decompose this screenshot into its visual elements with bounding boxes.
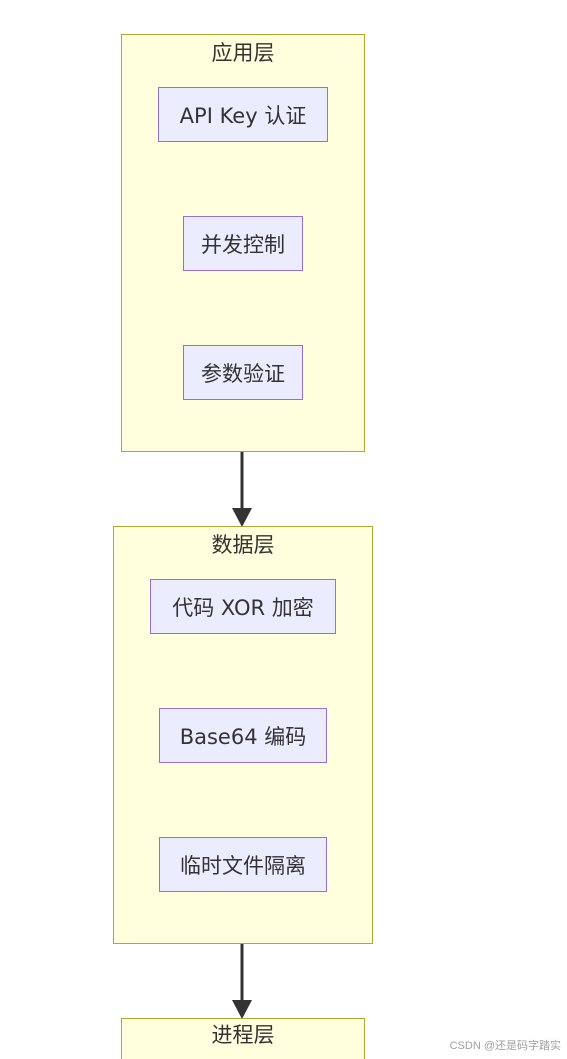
cluster-title: 应用层 bbox=[211, 41, 275, 65]
edge-arrow-2 bbox=[232, 944, 252, 1019]
watermark: CSDN @还是码字踏实 bbox=[449, 1040, 561, 1052]
node-code-xor-encryption: 代码 XOR 加密 bbox=[150, 579, 336, 634]
edge-arrow-1 bbox=[232, 452, 252, 527]
cluster-title: 进程层 bbox=[211, 1023, 275, 1047]
node-concurrency-control: 并发控制 bbox=[183, 216, 303, 271]
cluster-title: 数据层 bbox=[211, 533, 275, 557]
node-api-key-auth: API Key 认证 bbox=[158, 87, 328, 142]
node-param-validation: 参数验证 bbox=[183, 345, 303, 400]
node-base64-encoding: Base64 编码 bbox=[159, 708, 327, 763]
cluster-process-layer: 进程层 bbox=[121, 1018, 365, 1059]
node-temp-file-isolation: 临时文件隔离 bbox=[159, 837, 327, 892]
